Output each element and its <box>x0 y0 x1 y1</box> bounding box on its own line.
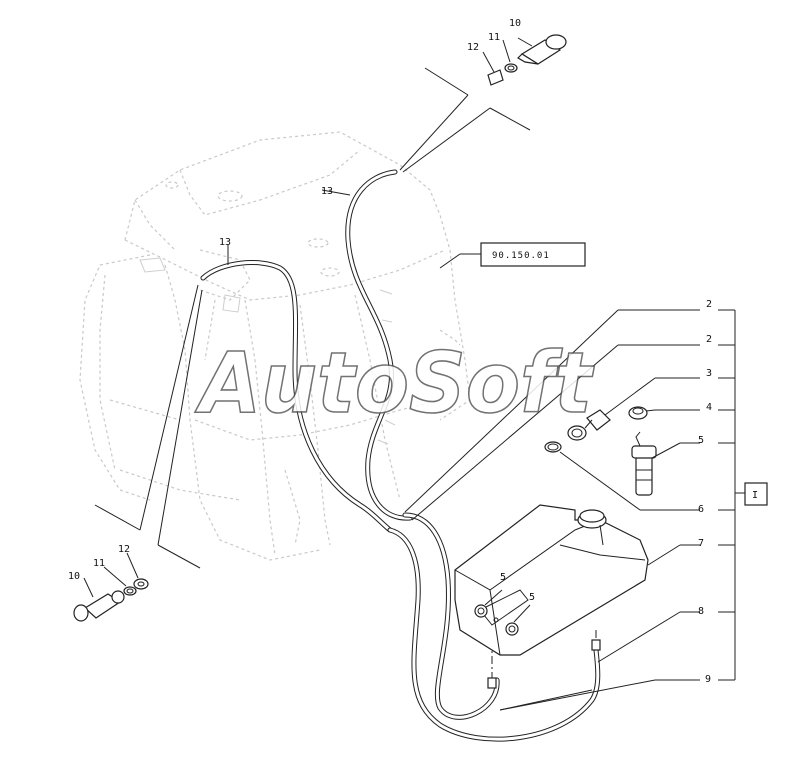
callout-7: 7 <box>698 538 704 549</box>
hose-routes <box>200 169 601 742</box>
callout-5-right: 5 <box>698 435 704 446</box>
reference-box-text: 90.150.01 <box>492 251 550 261</box>
callout-13-top: 13 <box>321 186 333 197</box>
callout-2b: 2 <box>706 334 712 345</box>
reference-box: 90.150.01 <box>439 242 586 269</box>
callout-5-tank-a: 5 <box>500 572 506 583</box>
bottom-nozzle-group <box>73 284 203 622</box>
pump-part <box>631 431 657 496</box>
callout-3: 3 <box>706 368 712 379</box>
group-box-label: I <box>752 490 758 501</box>
leader-lines <box>83 37 700 711</box>
callout-11-top: 11 <box>488 32 500 43</box>
callout-13-left: 13 <box>219 237 231 248</box>
callout-6: 6 <box>698 504 704 515</box>
callout-4: 4 <box>706 402 712 413</box>
callout-11-bottom: 11 <box>93 558 105 569</box>
clamp-ring-part <box>544 441 562 453</box>
group-box <box>744 482 768 506</box>
callout-12-bottom: 12 <box>118 544 130 555</box>
callout-2a: 2 <box>706 299 712 310</box>
grommet-part <box>628 406 648 420</box>
callout-8: 8 <box>698 606 704 617</box>
cap-part <box>567 409 611 441</box>
callout-10-top: 10 <box>509 18 521 29</box>
cab-outline <box>79 131 471 561</box>
callout-10-bottom: 10 <box>68 571 80 582</box>
callout-12-top: 12 <box>467 42 479 53</box>
washer-tank <box>454 504 649 656</box>
callout-numbers: 2 2 3 4 5 6 7 8 9 5 5 10 11 12 13 13 10 … <box>68 18 712 685</box>
top-nozzle-group <box>399 34 567 173</box>
callout-5-tank-b: 5 <box>529 592 535 603</box>
callout-9: 9 <box>705 674 711 685</box>
watermark: AutoSoft <box>194 334 594 432</box>
group-bracket: I <box>718 309 768 681</box>
